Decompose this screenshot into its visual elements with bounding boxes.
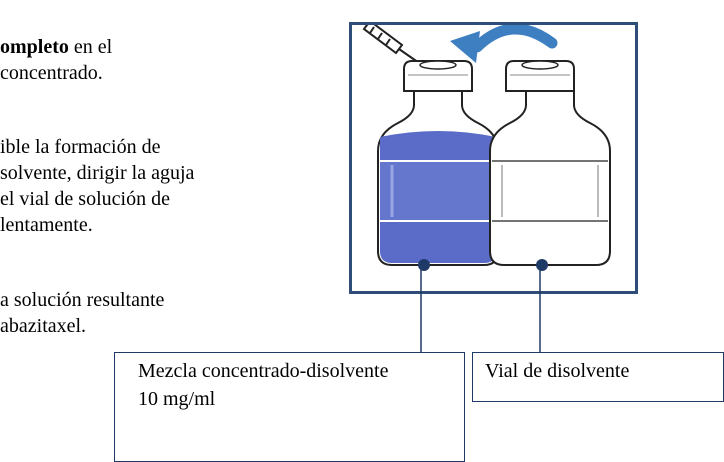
instruction-line-6: lentamente. bbox=[0, 214, 93, 236]
instruction-line-2: concentrado. bbox=[0, 62, 103, 84]
solvent-vial-label-text: Vial de disolvente bbox=[485, 360, 630, 382]
vial-illustration-graphic bbox=[362, 25, 611, 271]
instruction-line-7: a solución resultante bbox=[0, 289, 165, 311]
solvent-vial-label: Vial de disolvente bbox=[472, 352, 724, 402]
mixture-label: Mezcla concentrado-disolvente 10 mg/ml bbox=[114, 352, 465, 462]
instruction-line-3: ible la formación de bbox=[0, 136, 161, 158]
vial-illustration bbox=[349, 22, 638, 294]
syringe-icon bbox=[362, 25, 423, 66]
mixture-label-line-1: Mezcla concentrado-disolvente bbox=[138, 360, 389, 382]
instruction-line-1-rest: en el bbox=[68, 36, 113, 58]
instruction-line-5: el vial de solución de bbox=[0, 188, 170, 210]
instruction-line-1: ompleto en el bbox=[0, 35, 112, 59]
mixture-label-line-2: 10 mg/ml bbox=[138, 388, 216, 410]
solvent-vial-icon bbox=[489, 60, 611, 271]
instruction-line-4: solvente, dirigir la aguja bbox=[0, 162, 195, 184]
concentrate-vial-icon bbox=[377, 60, 499, 271]
instruction-line-8: abazitaxel. bbox=[0, 315, 87, 337]
instruction-bold-word: ompleto bbox=[0, 36, 69, 58]
transfer-arrow-icon bbox=[450, 25, 558, 63]
